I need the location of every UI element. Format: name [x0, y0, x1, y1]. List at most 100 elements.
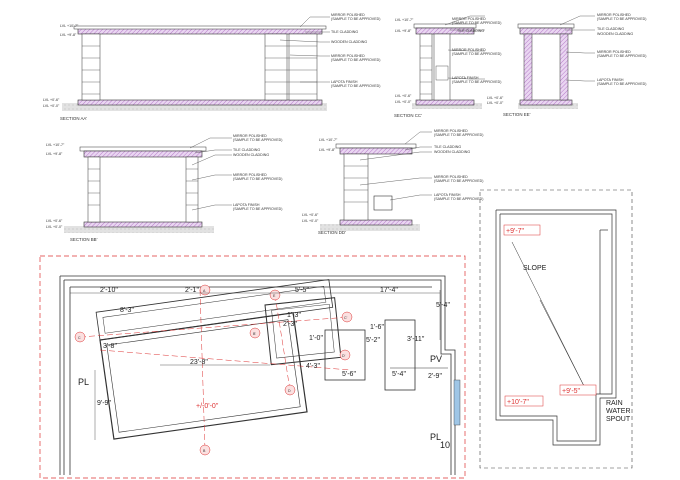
level-label: LVL +0'-0" [487, 101, 504, 105]
note-label: MIRROR POLISHED(SAMPLE TO BE APPROVED) [434, 129, 483, 137]
zone-label: PL [78, 377, 89, 387]
left-column [419, 33, 433, 101]
marker-b[interactable] [199, 444, 211, 456]
section-aa: LVL +10'-7" LVL +9'-8" LVL +0'-6" LVL +0… [43, 13, 380, 121]
bottom-slab [415, 99, 475, 106]
leaders-aa [279, 16, 330, 83]
marker-label: D [288, 389, 291, 393]
floor-plan: C C' B B' E A D D' 2'-10" 2'-1" 5'-5" 17… [39, 255, 466, 479]
top-slab [83, 150, 203, 158]
level-label: LVL +10'-7" [319, 138, 338, 142]
marker-b-prime[interactable] [249, 327, 261, 339]
level-label: LVL +0'-6" [395, 94, 412, 98]
marker-label: C [78, 336, 81, 340]
coping [79, 146, 207, 152]
note-label: WOODEN CLADDING [434, 150, 470, 154]
note-label: MIRROR POLISHED(SAMPLE TO BE APPROVED) [452, 48, 501, 56]
cladding-lines [82, 45, 317, 95]
section-cut-lines [79, 289, 351, 451]
level-label: +9'-5" [562, 388, 581, 395]
top-slab [519, 27, 573, 35]
ground-strip [412, 103, 482, 109]
dimension-label: 1'-0" [309, 335, 323, 342]
note-label: LAPOTA FINISH(SAMPLE TO BE APPROVED) [597, 78, 646, 86]
level-tag: +/-0'-0" [196, 403, 219, 410]
level-label: LVL +9'-8" [46, 152, 63, 156]
dimension-label: 2'-9" [428, 373, 442, 380]
right-column-1 [264, 33, 288, 101]
note-label: LAPOTA FINISH(SAMPLE TO BE APPROVED) [452, 76, 501, 84]
section-markers [74, 284, 353, 456]
left-column [87, 156, 101, 223]
marker-d-prime[interactable] [339, 349, 351, 361]
marker-label: D' [342, 354, 346, 358]
level-label: LVL +10'-7" [60, 24, 79, 28]
level-label: LVL +0'-6" [487, 96, 504, 100]
note-label: TILE CLADDING [457, 29, 484, 33]
section-title: SECTION AA' [60, 116, 87, 121]
roof-boundary [479, 189, 633, 469]
section-bb: LVL +10'-7" LVL +9'-8" LVL +0'-6" LVL +0… [46, 134, 282, 242]
section-cc: LVL +10'-7" LVL +9'-8" LVL +0'-6" LVL +0… [394, 15, 501, 118]
slope-arrow [539, 299, 587, 391]
left-column [343, 153, 369, 221]
note-label: LAPOTA FINISH(SAMPLE TO BE APPROVED) [434, 193, 483, 201]
bottom-slab [83, 221, 203, 228]
dimension-label: 5'-4" [392, 371, 406, 378]
level-label: LVL +9'-8" [319, 148, 336, 152]
level-label: LVL +9'-8" [60, 33, 77, 37]
pergola-structure [95, 279, 334, 440]
note-label: MIRROR POLISHED(SAMPLE TO BE APPROVED) [434, 175, 483, 183]
step-block [324, 329, 366, 381]
note-label: TILE CLADDING [434, 145, 461, 149]
level-tag-top [503, 224, 541, 236]
section-dd: LVL +10'-7" LVL +9'-8" LVL +0'-6" LVL +0… [302, 129, 483, 235]
right-wall [559, 33, 569, 101]
zone-label: 10 [440, 440, 450, 450]
dimension-label: 2'-1" [185, 287, 199, 294]
niche [435, 65, 449, 81]
marker-c[interactable] [199, 284, 211, 296]
marker-e[interactable] [269, 289, 281, 301]
note-label: TILE CLADDING [331, 30, 358, 34]
ground-strip [320, 224, 420, 231]
dimension-label: 9'-9" [97, 400, 111, 407]
note-label: MIRROR POLISHED(SAMPLE TO BE APPROVED) [233, 173, 282, 181]
note-label: WOODEN CLADDING [233, 153, 269, 157]
level-label: +10'-7" [507, 399, 529, 406]
left-column [81, 33, 101, 101]
coping [335, 143, 417, 149]
level-tag-mid [559, 384, 597, 396]
marker-label: B [203, 449, 206, 453]
zone-label: PL [430, 432, 441, 442]
note-label: MIRROR POLISHED(SAMPLE TO BE APPROVED) [331, 13, 380, 21]
ground-strip [62, 103, 327, 111]
dimension-label: 1'-3" [287, 312, 301, 319]
dimension-lines [70, 290, 441, 440]
section-title: SECTION EE' [503, 112, 531, 117]
marker-label: C' [344, 316, 348, 320]
right-column [185, 156, 199, 223]
marker-a-prime[interactable] [341, 311, 353, 323]
note-label: TILE CLADDING [597, 27, 624, 31]
planter-box [373, 195, 393, 211]
level-label: LVL +9'-8" [395, 29, 412, 33]
section-ee: MIRROR POLISHED(SAMPLE TO BE APPROVED) T… [487, 13, 646, 117]
slope-label: SLOPE [523, 265, 547, 272]
marker-d[interactable] [284, 384, 296, 396]
zone-label: PV [430, 354, 442, 364]
dimension-label: 4'-3" [306, 363, 320, 370]
note-label: TILE CLADDING [233, 148, 260, 152]
roof-outline [495, 209, 617, 446]
level-tag-low [504, 395, 544, 407]
bottom-slab [519, 99, 573, 106]
level-label: LVL +10'-7" [46, 143, 65, 147]
dimension-label: 3'-8" [103, 343, 117, 350]
ground-strip [64, 226, 214, 233]
dimension-label: 2'-10" [100, 287, 118, 294]
marker-a[interactable] [74, 331, 86, 343]
note-label: LAPOTA FINISH(SAMPLE TO BE APPROVED) [331, 80, 380, 88]
